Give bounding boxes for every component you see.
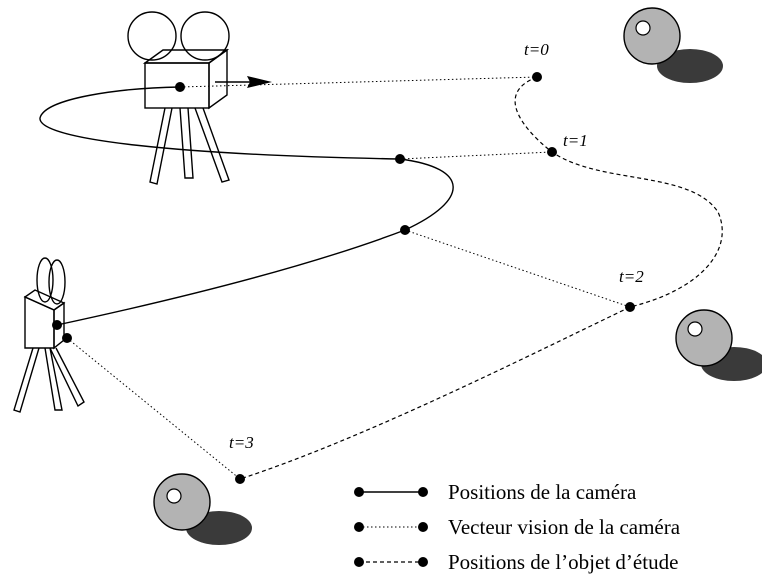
film-reel-left [36,257,54,303]
vision-vector-t2 [404,229,631,308]
camera-position-point [395,154,405,164]
object-position-t0 [532,72,542,82]
sphere-body [623,7,681,65]
object-position-t2 [625,302,635,312]
legend-item-object-positions: Positions de l’objet d’étude [354,550,678,574]
sphere-highlight [635,20,651,36]
legend: Positions de la caméra Vecteur vision de… [354,480,681,574]
vision-vector-t1 [399,151,553,160]
object-trajectory [239,76,723,480]
legend-point [354,487,364,497]
legend-point [354,522,364,532]
sphere-body [675,309,733,367]
time-label-t2: t=2 [619,267,644,286]
sphere-highlight [687,321,703,337]
tripod-legs [13,347,85,413]
film-reel-right [48,259,66,305]
time-label-t0: t=0 [524,40,549,59]
film-reel-right [180,11,230,61]
legend-label: Vecteur vision de la caméra [448,515,681,539]
time-label-t3: t=3 [229,433,254,452]
camera-body-front [24,295,55,349]
camera-left [13,257,85,413]
film-reel-left [127,11,177,61]
camera-top [127,11,230,185]
sphere-body [153,473,211,531]
camera-body-top [142,49,230,64]
legend-point [354,557,364,567]
time-label-t1: t=1 [563,131,588,150]
vision-vectors [66,76,631,480]
sphere-highlight [166,488,182,504]
legend-item-camera-positions: Positions de la caméra [354,480,637,504]
tripod-legs [149,107,230,185]
camera-trajectory [39,86,454,326]
legend-point [418,522,428,532]
object-position-t3 [235,474,245,484]
sphere-object-top [623,7,723,83]
camera-lens-point [62,333,72,343]
camera-direction-arrow [215,76,272,88]
sphere-object-right [675,309,762,381]
camera-position-point [400,225,410,235]
sphere-object-bottom [153,473,252,545]
legend-label: Positions de l’objet d’étude [448,550,678,574]
legend-label: Positions de la caméra [448,480,637,504]
trajectory-points [52,72,635,484]
camera-position-point [52,320,62,330]
object-position-t1 [547,147,557,157]
vision-vector-t3 [66,337,241,480]
camera-body-front [144,62,210,109]
camera-position-point [175,82,185,92]
legend-point [418,557,428,567]
sphere-shadow [657,49,723,83]
legend-item-vision-vector: Vecteur vision de la caméra [354,515,681,539]
legend-point [418,487,428,497]
